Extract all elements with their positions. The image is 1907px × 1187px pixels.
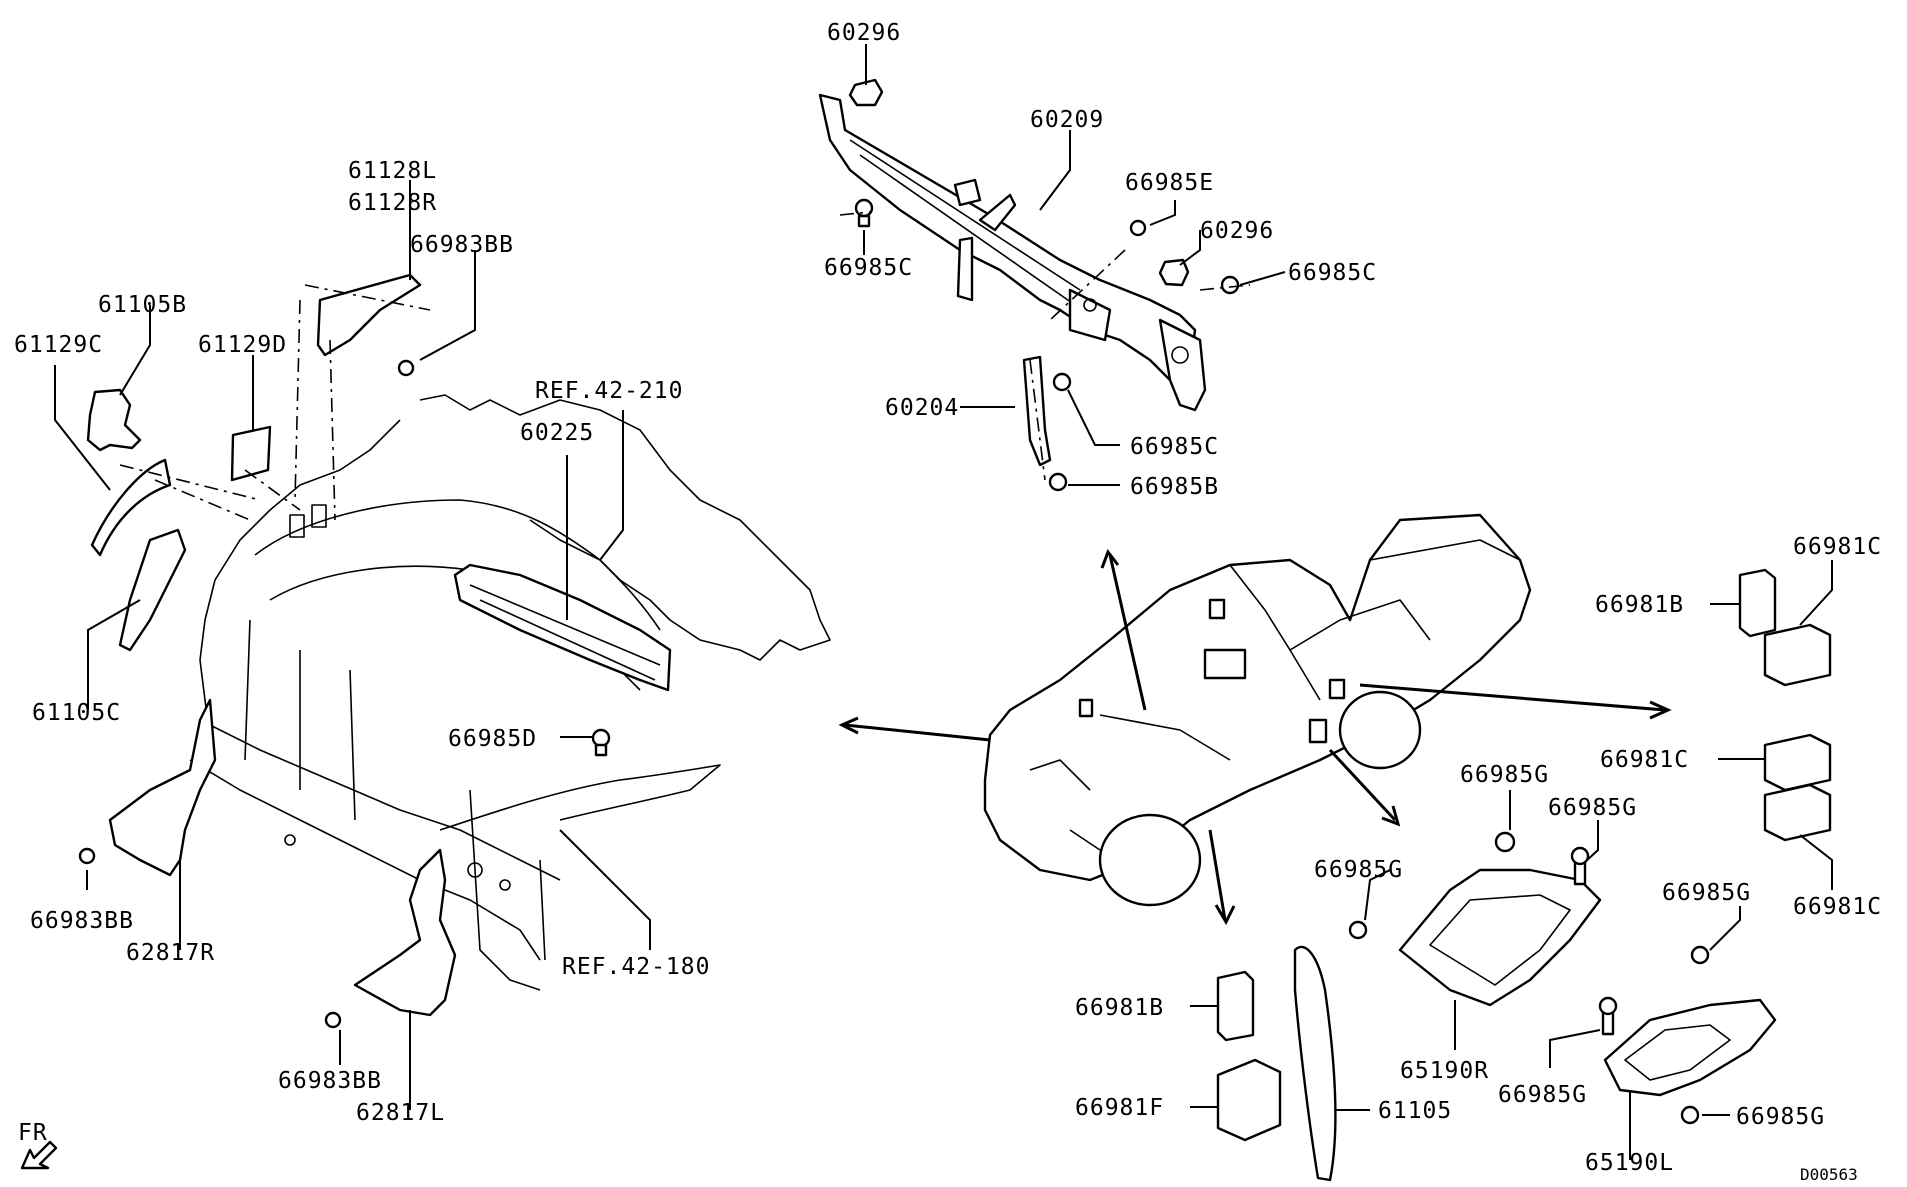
label-66985g-1: 66985G [1460, 762, 1549, 788]
label-66985e: 66985E [1125, 170, 1214, 196]
label-66981b-right: 66981B [1595, 592, 1684, 618]
diagram-code: D00563 [1800, 1165, 1858, 1184]
label-61128l: 61128L [348, 158, 437, 184]
centerlines-top [839, 211, 1251, 481]
leaders-left [54, 180, 651, 1110]
part-66981f [1216, 1058, 1282, 1142]
front-body-structure [189, 394, 831, 991]
part-labels: 60296 60209 66985E 60296 66985C 66985C 6… [14, 20, 1882, 1184]
direction-arrows [838, 548, 1672, 926]
part-66981c-bottom [1763, 783, 1832, 842]
front-direction-arrow [20, 1140, 58, 1170]
label-60225: 60225 [520, 420, 594, 446]
label-66981c-mid: 66981C [1600, 747, 1689, 773]
cowl-panel-60225 [453, 563, 672, 692]
label-66985b: 66985B [1130, 474, 1219, 500]
label-66985g-5: 66985G [1498, 1082, 1587, 1108]
part-65190r [1398, 868, 1602, 1007]
label-65190l: 65190L [1585, 1150, 1674, 1176]
crossbeam-60209 [818, 93, 1207, 412]
fasteners-left [78, 359, 611, 1029]
label-66983bb-left: 66983BB [30, 908, 134, 934]
fasteners-top [848, 78, 1240, 492]
part-61129c [90, 458, 172, 557]
label-62817r: 62817R [126, 940, 215, 966]
label-65190r: 65190R [1400, 1058, 1489, 1084]
leaders-bottom-right [1364, 790, 1741, 1160]
leaders-bottom-center [1190, 1005, 1370, 1111]
part-61105 [1293, 945, 1337, 1182]
fasteners-bottom-right [1348, 831, 1710, 1125]
label-61105: 61105 [1378, 1098, 1452, 1124]
label-61128r: 61128R [348, 190, 437, 216]
label-66985g-6: 66985G [1736, 1104, 1825, 1130]
label-66985d: 66985D [448, 726, 537, 752]
part-66981b-right [1738, 568, 1777, 638]
part-62817r [108, 698, 217, 877]
label-66983bb-bottom: 66983BB [278, 1068, 382, 1094]
label-66985g-2: 66985G [1548, 795, 1637, 821]
label-fr: FR [18, 1120, 48, 1146]
part-66981c-top [1763, 623, 1832, 687]
part-61128 [316, 273, 422, 357]
label-62817l: 62817L [356, 1100, 445, 1126]
label-66981b-bottom: 66981B [1075, 995, 1164, 1021]
label-61105c: 61105C [32, 700, 121, 726]
part-66981b-bottom [1216, 970, 1255, 1042]
label-66985g-4: 66985G [1662, 880, 1751, 906]
part-61105b [86, 388, 142, 452]
label-66981c-top: 66981C [1793, 534, 1882, 560]
part-61105c [118, 528, 187, 652]
truck-illustration [983, 513, 1532, 907]
label-66983bb-top: 66983BB [410, 232, 514, 258]
label-ref42-210: REF.42-210 [535, 378, 683, 404]
label-60209: 60209 [1030, 107, 1104, 133]
label-66985c-left: 66985C [824, 255, 913, 281]
label-60296-top: 60296 [827, 20, 901, 46]
label-61105b: 61105B [98, 292, 187, 318]
part-62817l [353, 848, 457, 1017]
label-66981f: 66981F [1075, 1095, 1164, 1121]
leaders-top [863, 44, 1286, 486]
part-61129d [230, 425, 272, 482]
label-ref42-180: REF.42-180 [562, 954, 710, 980]
label-61129d: 61129D [198, 332, 287, 358]
label-61129c: 61129C [14, 332, 103, 358]
part-65190l [1603, 998, 1777, 1097]
label-66985c-bottom: 66985C [1130, 434, 1219, 460]
label-66985g-3: 66985G [1314, 857, 1403, 883]
part-66981c-mid [1763, 733, 1832, 792]
relay-blocks-right [1738, 568, 1832, 842]
label-60204: 60204 [885, 395, 959, 421]
centerlines-left [119, 284, 431, 521]
label-66981c-bottom: 66981C [1793, 894, 1882, 920]
label-66985c-right: 66985C [1288, 260, 1377, 286]
label-60296-right: 60296 [1200, 218, 1274, 244]
leaders-right [1710, 560, 1833, 890]
